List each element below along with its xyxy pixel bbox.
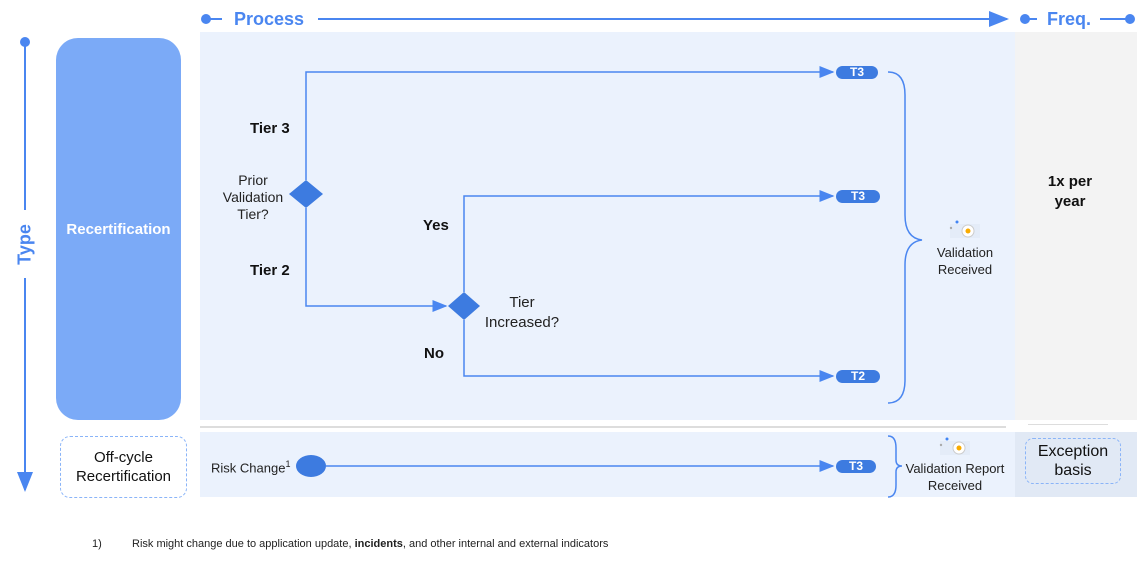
outcome-pill: T2 [836,370,880,383]
decision-label: Tier Increased? [484,294,560,331]
decision-diamond [448,292,480,320]
outcome-pill: T3 [836,460,876,473]
footnote-text: , and other internal and external indica… [402,538,609,550]
trigger-text: Risk Change [211,460,286,476]
offcycle-process-panel [200,432,1015,497]
branch-label: Tier 2 [250,262,290,279]
frequency-panel [1015,32,1137,420]
start-node [296,455,326,477]
certificate-icon [949,220,980,238]
process-panel [200,32,1015,420]
offcycle-type-box: Off-cycle Recertification [60,436,187,498]
outcome-pill: T3 [836,66,878,79]
process-header: Process [234,9,305,29]
type-label: Recertification [66,220,171,238]
certificate-icon [939,437,970,455]
trigger-label: Risk Change1 [211,459,290,475]
footnote-bold: incidents [354,538,403,550]
footnote-ref: 1 [285,459,291,469]
branch-label: Yes [423,217,449,234]
type-header: Type [14,224,35,265]
footnote-number: 1) [92,538,102,550]
recertification-type-box: Recertification [56,38,181,420]
frequency-value: 1x per year [1047,173,1093,210]
branch-label: No [424,345,444,362]
type-label: Off-cycle Recertification [75,449,172,485]
frequency-header: Freq. [1047,9,1092,29]
divider [200,426,1006,428]
footnote: 1) Risk might change due to application u… [92,538,608,550]
frequency-exception-box: Exception basis [1025,438,1121,484]
result-label: Validation Report Received [905,461,1005,493]
frequency-value: Exception basis [1037,443,1109,479]
branch-label: Tier 3 [250,120,290,137]
divider [1028,424,1108,425]
decision-diamond [289,180,323,208]
outcome-pill: T3 [836,190,880,203]
decision-label: Prior Validation Tier? [222,172,284,222]
result-label: Validation Received [936,245,994,277]
footnote-text: Risk might change due to application upd… [132,538,355,550]
